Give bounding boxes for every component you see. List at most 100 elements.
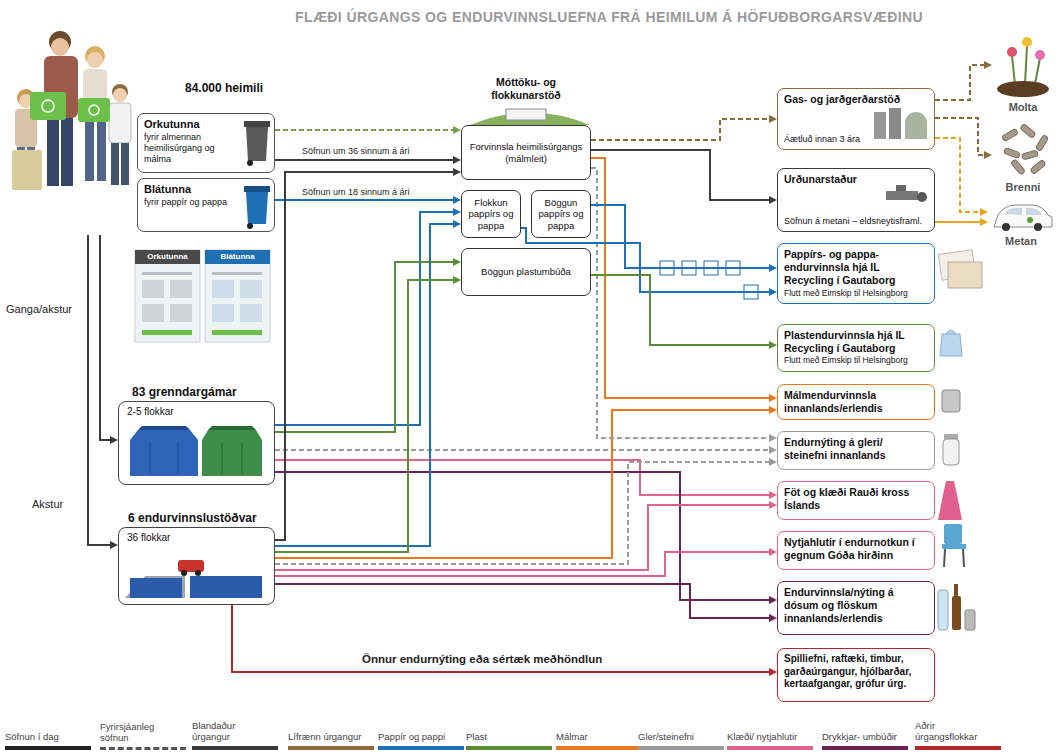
process-box: Flokkun pappírs og pappa bbox=[461, 190, 521, 238]
arrow-head bbox=[453, 156, 461, 164]
container-icon-part bbox=[202, 430, 262, 476]
bin-icon-part bbox=[244, 121, 270, 127]
arrow-head bbox=[769, 446, 777, 454]
flow-arrow bbox=[591, 205, 777, 272]
material-icon-part bbox=[963, 549, 964, 567]
destination-box: Föt og klæði Rauði kross Íslands bbox=[777, 481, 935, 520]
flow-line bbox=[275, 410, 770, 558]
legend-text: Klæði/ nytjahlutir bbox=[727, 732, 807, 743]
material-icon-part bbox=[944, 549, 945, 567]
station-building bbox=[470, 109, 590, 125]
collection-point: 6 endurvinnslustöðvar36 flokkar bbox=[118, 510, 275, 605]
container-box: 2-5 flokkar bbox=[118, 401, 275, 485]
recycling-station-icon-part bbox=[195, 570, 201, 576]
flow-line bbox=[275, 505, 770, 570]
legend-item: Drykkjar- umbúðir bbox=[822, 732, 910, 750]
family-figure-part bbox=[30, 92, 66, 120]
node-title: 84.000 heimili bbox=[185, 80, 263, 97]
arrow-head bbox=[769, 458, 777, 466]
flow-line bbox=[275, 584, 770, 618]
arrow-head bbox=[980, 218, 988, 226]
flow-line bbox=[591, 168, 770, 438]
arrow-head bbox=[453, 220, 461, 228]
process-box: Böggun plastumbúða bbox=[461, 248, 591, 296]
bin-icon-part bbox=[247, 160, 253, 166]
car-icon-part bbox=[1027, 217, 1033, 223]
flow-arrow bbox=[275, 548, 777, 576]
arrow-head bbox=[769, 264, 777, 272]
arrow-head bbox=[769, 406, 777, 414]
product-item: Molta bbox=[992, 28, 1054, 114]
container-icon-part bbox=[222, 442, 223, 474]
node-title: Endurvinnsla/nýting á dósum og flöskum i… bbox=[784, 586, 928, 625]
node-title: Metan bbox=[1005, 235, 1037, 248]
node-text: fyrir almennan heimilisúrgang og málma bbox=[144, 132, 242, 166]
flow-arrow bbox=[275, 406, 777, 558]
legend-text: Blandaður úrgangur bbox=[192, 721, 272, 743]
poster-part bbox=[170, 304, 192, 322]
legend-swatch bbox=[638, 746, 724, 750]
material-icon-part bbox=[943, 439, 959, 465]
family-figure-part bbox=[78, 98, 110, 122]
flow-line bbox=[275, 172, 454, 540]
legend-swatch bbox=[915, 746, 1001, 750]
node-title: Spilliefni, raftæki, timbur, garðaúrgang… bbox=[784, 653, 928, 691]
poster-part bbox=[212, 304, 234, 322]
destination-box: Pappírs- og pappa- endurvinnsla hjá IL R… bbox=[777, 243, 935, 304]
flow-arrow bbox=[275, 446, 777, 454]
bin-icon-part bbox=[244, 186, 270, 192]
node-text: fyrir pappír og pappa bbox=[144, 197, 242, 208]
legend-text: Pappír og pappi bbox=[378, 732, 458, 743]
node-title: Málmendurvinnsla innanlands/erlendis bbox=[784, 389, 928, 415]
node-text: 2-5 flokkar bbox=[127, 406, 266, 418]
flow-arrow bbox=[275, 220, 461, 546]
station-building-part bbox=[506, 109, 546, 120]
material-icon-part bbox=[942, 544, 966, 549]
arrow-head bbox=[769, 196, 777, 204]
fuel-pellet-icon-part bbox=[1002, 128, 1019, 141]
flow-line bbox=[935, 65, 985, 100]
arrow-head bbox=[453, 126, 461, 134]
flow-arrow bbox=[591, 275, 777, 349]
edge-label: Akstur bbox=[30, 497, 65, 511]
destination-box: Spilliefni, raftæki, timbur, garðaúrgang… bbox=[777, 648, 935, 702]
legend-item: Söfnun í dag bbox=[5, 732, 93, 750]
node-text: Söfnun á metani – eldsneytisframl. bbox=[784, 216, 928, 227]
flow-arrow bbox=[935, 138, 988, 216]
container-icon-part bbox=[208, 426, 256, 430]
biogas-plant-icon-part bbox=[889, 108, 901, 139]
bin-icon bbox=[244, 121, 270, 229]
arrow-head bbox=[453, 168, 461, 176]
node-title: Endurnýting á gleri/ steinefni innanland… bbox=[784, 436, 928, 462]
material-icon-part bbox=[944, 434, 958, 439]
legend-item: Fyrirsjáanleg söfnun bbox=[100, 722, 188, 750]
recycling-station-icon-part bbox=[130, 578, 182, 598]
destination-box: Plastendurvinnsla hjá IL Recycling í Gau… bbox=[777, 324, 935, 372]
flow-arrow bbox=[591, 168, 777, 442]
bin-icon-part bbox=[246, 192, 268, 224]
material-icon-part bbox=[954, 584, 958, 596]
family-figure-part bbox=[51, 38, 69, 56]
container-icon-part bbox=[150, 442, 151, 474]
node-title: Böggun pappírs og pappa bbox=[534, 197, 588, 231]
fuel-pellet-icon-part bbox=[1021, 150, 1038, 160]
node-title: Plastendurvinnsla hjá IL Recycling í Gau… bbox=[784, 329, 928, 355]
flow-line bbox=[275, 212, 454, 425]
family-figure-part bbox=[111, 143, 119, 185]
poster-part bbox=[212, 272, 262, 275]
arrow-head bbox=[453, 208, 461, 216]
family-figure-part bbox=[42, 100, 54, 112]
legend-item: Lífrænn úrgangur bbox=[288, 732, 376, 750]
legend-item: Gler/steinefni bbox=[638, 732, 726, 750]
flow-line bbox=[275, 449, 770, 451]
destination-box: Endurnýting á gleri/ steinefni innanland… bbox=[777, 431, 935, 470]
bin-box: Orkutunnafyrir almennan heimilisúrgang o… bbox=[137, 113, 275, 173]
flow-line bbox=[591, 205, 770, 268]
node-title: Blátunna bbox=[144, 183, 268, 197]
node-title: Urðunarstaður bbox=[784, 173, 928, 186]
household-group: 84.000 heimiliOrkutunnafyrir almennan he… bbox=[8, 30, 280, 235]
flow-arrow bbox=[275, 460, 777, 499]
poster-part bbox=[205, 250, 270, 342]
legend-item: Blandaður úrgangur bbox=[192, 721, 280, 750]
